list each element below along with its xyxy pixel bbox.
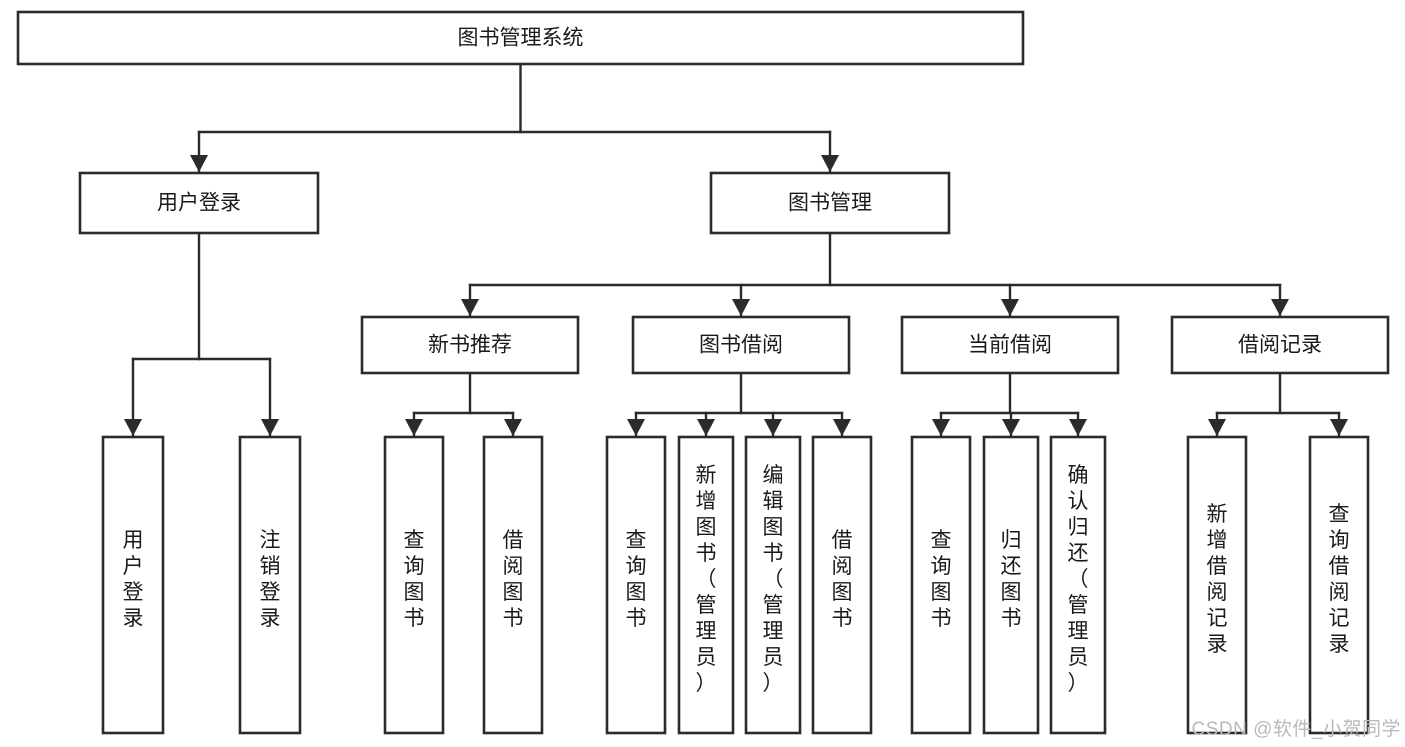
node-box bbox=[709, 171, 951, 235]
node-box bbox=[744, 435, 802, 735]
node-label: 新增借阅记录 bbox=[1207, 503, 1228, 656]
node-label: 查询图书 bbox=[626, 529, 647, 630]
arrow-head bbox=[833, 419, 851, 436]
connector-group bbox=[461, 231, 1289, 318]
node-label: 查询图书 bbox=[931, 529, 952, 630]
node-box bbox=[982, 435, 1040, 735]
node-label: 图书管理 bbox=[788, 192, 872, 215]
node-l-add-record[interactable]: 新增借阅记录 bbox=[1186, 435, 1248, 735]
arrow-head bbox=[627, 419, 645, 436]
arrow-head bbox=[1002, 419, 1020, 436]
node-box bbox=[101, 435, 165, 735]
node-box bbox=[910, 435, 972, 735]
connector-group bbox=[627, 371, 851, 438]
node-l-add-book[interactable]: 新增图书（管理员） bbox=[677, 435, 735, 735]
arrow-head bbox=[1330, 419, 1348, 436]
node-box bbox=[482, 435, 544, 735]
node-label: 查询借阅记录 bbox=[1329, 503, 1350, 656]
arrow-head bbox=[190, 155, 208, 172]
node-box bbox=[383, 435, 445, 735]
node-l-query-book-a[interactable]: 查询图书 bbox=[383, 435, 445, 735]
node-label: 当前借阅 bbox=[968, 334, 1052, 357]
node-l-user-login[interactable]: 用户登录 bbox=[101, 435, 165, 735]
arrow-head bbox=[261, 419, 279, 436]
node-n-book-mgmt[interactable]: 图书管理 bbox=[709, 171, 951, 235]
node-l-query-record[interactable]: 查询借阅记录 bbox=[1308, 435, 1370, 735]
node-box bbox=[1170, 315, 1390, 375]
node-label: 用户登录 bbox=[123, 529, 144, 630]
node-box bbox=[238, 435, 302, 735]
connector-group bbox=[190, 62, 839, 174]
arrow-head bbox=[1271, 299, 1289, 316]
node-box bbox=[1308, 435, 1370, 735]
node-label: 图书借阅 bbox=[699, 334, 783, 357]
node-l-query-book-b[interactable]: 查询图书 bbox=[605, 435, 667, 735]
node-l-query-book-c[interactable]: 查询图书 bbox=[910, 435, 972, 735]
arrow-head bbox=[405, 419, 423, 436]
node-box bbox=[360, 315, 580, 375]
node-box bbox=[677, 435, 735, 735]
node-l-return-book[interactable]: 归还图书 bbox=[982, 435, 1040, 735]
arrow-head bbox=[461, 299, 479, 316]
node-label: 图书管理系统 bbox=[458, 27, 584, 50]
node-label: 借阅图书 bbox=[832, 529, 853, 630]
node-label: 新书推荐 bbox=[428, 334, 512, 357]
arrow-head bbox=[932, 419, 950, 436]
connector-group bbox=[932, 371, 1087, 438]
node-n-record[interactable]: 借阅记录 bbox=[1170, 315, 1390, 375]
node-label: 新增图书（管理员） bbox=[696, 464, 717, 695]
node-box bbox=[1186, 435, 1248, 735]
connector-layer bbox=[124, 62, 1348, 438]
arrow-head bbox=[732, 299, 750, 316]
node-label: 借阅记录 bbox=[1238, 334, 1322, 357]
node-label: 确认归还（管理员） bbox=[1068, 464, 1089, 695]
node-l-borrow-book-b[interactable]: 借阅图书 bbox=[811, 435, 873, 735]
node-l-confirm-return[interactable]: 确认归还（管理员） bbox=[1049, 435, 1107, 735]
arrow-head bbox=[1069, 419, 1087, 436]
node-layer: 图书管理系统用户登录图书管理新书推荐图书借阅当前借阅借阅记录用户登录注销登录查询… bbox=[16, 10, 1390, 735]
node-box bbox=[900, 315, 1120, 375]
node-l-borrow-book-a[interactable]: 借阅图书 bbox=[482, 435, 544, 735]
node-root[interactable]: 图书管理系统 bbox=[16, 10, 1025, 66]
node-box bbox=[78, 171, 320, 235]
node-label: 编辑图书（管理员） bbox=[763, 464, 784, 695]
node-l-logout[interactable]: 注销登录 bbox=[238, 435, 302, 735]
node-box bbox=[811, 435, 873, 735]
node-box bbox=[605, 435, 667, 735]
node-label: 注销登录 bbox=[260, 529, 281, 630]
node-label: 用户登录 bbox=[157, 192, 241, 215]
arrow-head bbox=[504, 419, 522, 436]
node-n-borrow[interactable]: 图书借阅 bbox=[631, 315, 851, 375]
connector-group bbox=[405, 371, 522, 438]
node-l-edit-book[interactable]: 编辑图书（管理员） bbox=[744, 435, 802, 735]
arrow-head bbox=[1208, 419, 1226, 436]
node-n-current[interactable]: 当前借阅 bbox=[900, 315, 1120, 375]
node-box bbox=[1049, 435, 1107, 735]
node-label: 查询图书 bbox=[404, 529, 425, 630]
arrow-head bbox=[124, 419, 142, 436]
node-n-user-login[interactable]: 用户登录 bbox=[78, 171, 320, 235]
node-label: 归还图书 bbox=[1001, 529, 1022, 630]
connector-group bbox=[1208, 371, 1348, 438]
arrow-head bbox=[697, 419, 715, 436]
node-n-new-rec[interactable]: 新书推荐 bbox=[360, 315, 580, 375]
arrow-head bbox=[821, 155, 839, 172]
node-box bbox=[16, 10, 1025, 66]
connector-group bbox=[124, 231, 279, 438]
node-label: 借阅图书 bbox=[503, 529, 524, 630]
arrow-head bbox=[1001, 299, 1019, 316]
arrow-head bbox=[764, 419, 782, 436]
node-box bbox=[631, 315, 851, 375]
